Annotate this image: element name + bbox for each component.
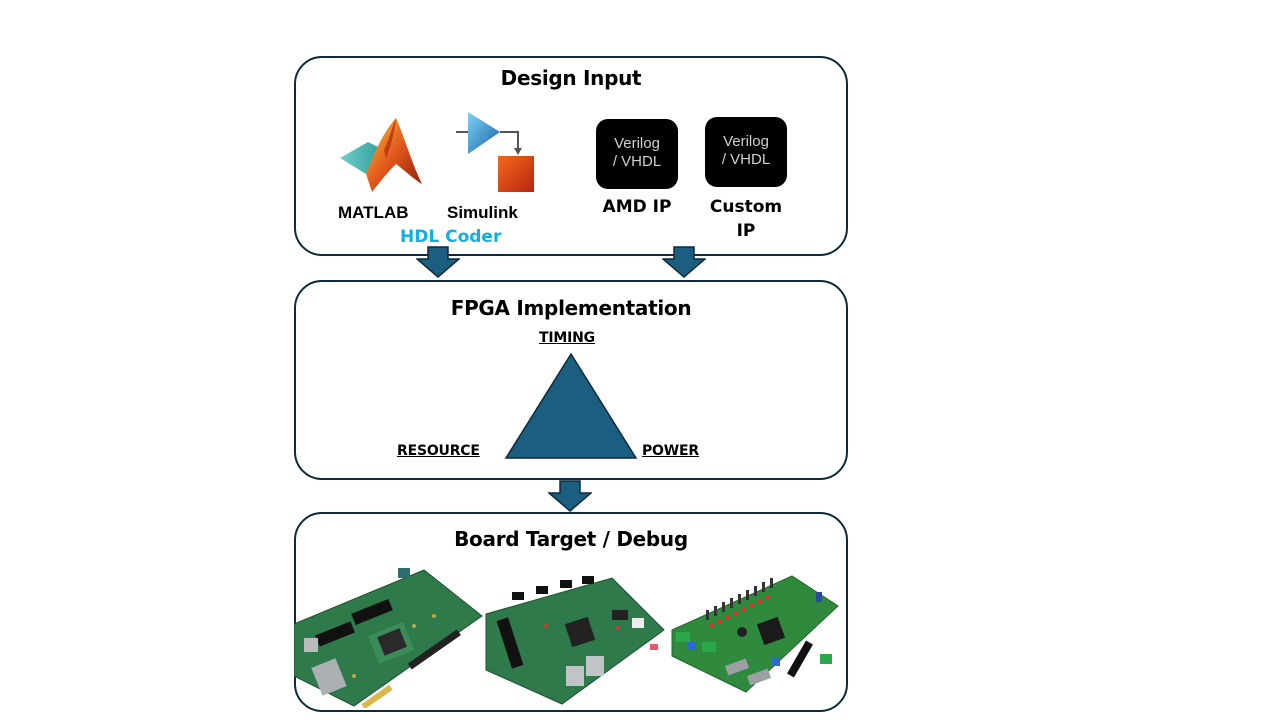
fpga-implementation-title: FPGA Implementation — [450, 296, 692, 320]
resource-label: RESOURCE — [397, 443, 480, 459]
down-arrow-icon — [416, 246, 460, 278]
timing-label: TIMING — [539, 330, 595, 346]
matlab-label: MATLAB — [338, 203, 409, 222]
fpga-dev-board-large-icon — [294, 568, 483, 708]
power-label: POWER — [642, 443, 699, 459]
design-input-title: Design Input — [500, 66, 642, 90]
custom-ip-label-line-1: Custom — [709, 197, 783, 217]
amd-ip-label-line-1: AMD IP — [602, 197, 672, 217]
board-target-box: Board Target / Debug — [294, 512, 848, 712]
custom-ip-verilog-chip: Verilog / VHDL — [705, 117, 787, 187]
fpga-dev-board-ethernet-icon — [485, 576, 665, 705]
chip-line-2: / VHDL — [721, 151, 771, 168]
tradeoff-triangle — [504, 352, 638, 459]
custom-ip-label-line-2: IP — [736, 221, 756, 241]
board-target-title: Board Target / Debug — [454, 527, 688, 551]
chip-line-1: Verilog — [723, 133, 769, 150]
custom-ip-label: Custom IP — [696, 195, 796, 243]
hdl-coder-label: HDL Coder — [400, 227, 502, 247]
down-arrow-icon — [662, 246, 706, 278]
design-input-box: Design Input MATLAB — [294, 56, 848, 256]
down-arrow-icon — [548, 480, 592, 512]
fpga-implementation-box: FPGA Implementation TIMING RESOURCE POWE… — [294, 280, 848, 480]
fpga-dev-board-io-icon — [671, 575, 839, 693]
simulink-label: Simulink — [447, 203, 518, 222]
amd-ip-label: AMD IP — [596, 195, 678, 219]
simulink-block-icon — [456, 112, 534, 192]
matlab-membrane-icon — [340, 118, 422, 192]
amd-ip-verilog-chip: Verilog / VHDL — [596, 119, 678, 189]
chip-line-2: / VHDL — [612, 153, 662, 170]
chip-line-1: Verilog — [614, 135, 660, 152]
